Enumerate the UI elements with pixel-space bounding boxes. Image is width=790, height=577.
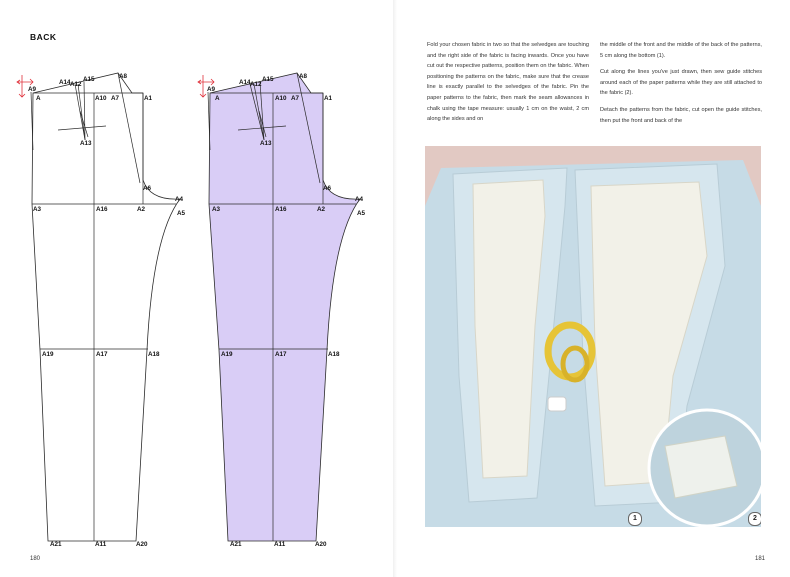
pattern-construction-lines (30, 72, 176, 541)
label-a14: A14 (59, 79, 71, 86)
label-a1: A1 (144, 95, 153, 102)
label-a18: A18 (328, 351, 340, 358)
label-a19: A19 (221, 351, 233, 358)
grain-marker-2 (197, 75, 215, 98)
tape-measure-icon (544, 321, 596, 383)
paragraph-2: Cut along the lines you've just drawn, t… (600, 69, 762, 97)
label-a12: A12 (250, 81, 262, 88)
label-a4: A4 (175, 196, 184, 203)
label-a: A (215, 95, 220, 102)
fabric-cutting-photo: 1 2 (425, 146, 761, 527)
label-a5: A5 (357, 210, 366, 217)
photo-badge-2: 2 (748, 512, 761, 526)
label-a: A (36, 95, 41, 102)
label-a10: A10 (95, 95, 107, 102)
label-a8: A8 (299, 73, 308, 80)
pattern-outline (31, 72, 181, 542)
label-a7: A7 (111, 95, 120, 102)
photo-badge-1: 1 (628, 512, 642, 526)
label-a20: A20 (136, 541, 148, 548)
label-a4: A4 (355, 196, 364, 203)
label-a21: A21 (50, 541, 62, 548)
photo-illustration (425, 160, 761, 527)
label-a16: A16 (96, 206, 108, 213)
label-a21: A21 (230, 541, 242, 548)
label-a9: A9 (28, 86, 37, 93)
text-column-1: Fold your chosen fabric in two so that t… (427, 40, 589, 131)
label-a6: A6 (143, 185, 152, 192)
label-a18: A18 (148, 351, 160, 358)
label-a2: A2 (137, 206, 146, 213)
chalk-icon (547, 396, 567, 412)
label-a6: A6 (323, 185, 332, 192)
label-a11: A11 (274, 541, 286, 548)
text-column-2: the middle of the front and the middle o… (600, 40, 762, 132)
label-a3: A3 (212, 206, 221, 213)
label-a17: A17 (275, 351, 287, 358)
label-a2: A2 (317, 206, 326, 213)
pattern-labels: A9 A A14 A12 A15 A8 A10 A7 A1 A13 A6 A4 … (28, 73, 186, 548)
label-a16: A16 (275, 206, 287, 213)
label-a9: A9 (207, 86, 216, 93)
paper-pattern-front (472, 179, 546, 479)
label-a17: A17 (96, 351, 108, 358)
label-a13: A13 (260, 140, 272, 147)
label-a15: A15 (262, 76, 274, 83)
pattern-filled-construction-lines (207, 72, 356, 541)
label-a19: A19 (42, 351, 54, 358)
trouser-back-pattern-diagrams: A9 A A14 A12 A15 A8 A10 A7 A1 A13 A6 A4 … (16, 72, 366, 548)
paragraph-3: Detach the patterns from the fabric, cut… (600, 106, 762, 124)
label-a12: A12 (70, 81, 82, 88)
label-a11: A11 (95, 541, 107, 548)
grain-marker (16, 75, 34, 98)
label-a15: A15 (83, 76, 95, 83)
page-number-left: 180 (30, 556, 41, 562)
label-a7: A7 (291, 95, 300, 102)
label-a13: A13 (80, 140, 92, 147)
pattern-filled-labels: A9 A A14 A12 A15 A8 A10 A7 A1 A13 A6 A4 … (207, 73, 366, 548)
book-gutter (393, 0, 397, 577)
label-a3: A3 (33, 206, 42, 213)
label-a14: A14 (239, 79, 251, 86)
paragraph-1-part-1: Fold your chosen fabric in two so that t… (427, 42, 589, 123)
paragraph-1-part-2: the middle of the front and the middle o… (600, 42, 762, 59)
label-a5: A5 (177, 210, 186, 217)
label-a1: A1 (324, 95, 333, 102)
label-a20: A20 (315, 541, 327, 548)
page-number-right: 181 (755, 556, 766, 562)
label-a8: A8 (119, 73, 128, 80)
inset-paper-corner (664, 435, 738, 499)
label-a10: A10 (275, 95, 287, 102)
pattern-filled (208, 72, 361, 542)
page-heading: BACK (30, 32, 57, 42)
